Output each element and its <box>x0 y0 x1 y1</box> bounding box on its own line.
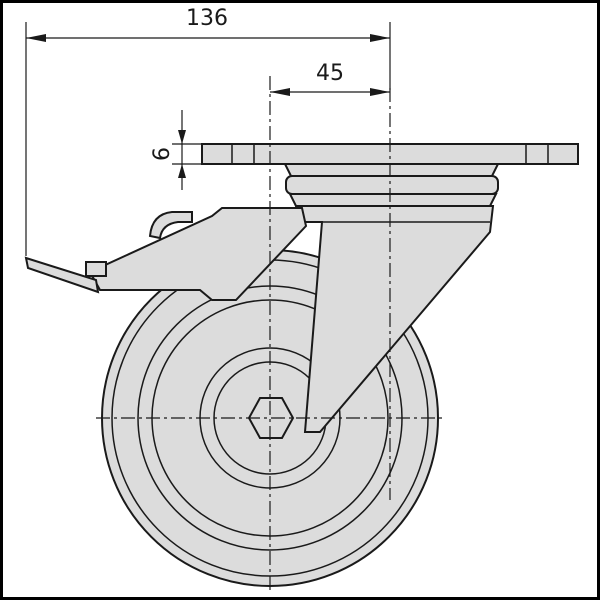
brake <box>24 207 308 301</box>
dimension-label-45: 45 <box>316 61 344 86</box>
arrowhead-right <box>370 88 390 96</box>
arrowhead-left <box>270 88 290 96</box>
arrowhead-left <box>26 34 46 42</box>
dimension-overall-width: 136 <box>25 6 391 256</box>
arrowhead-bottom <box>178 164 186 178</box>
arrowhead-top <box>178 130 186 144</box>
brake-lever <box>88 207 308 301</box>
dimension-plate-thickness: 6 <box>150 110 202 190</box>
swivel-head <box>283 163 500 207</box>
dimension-label-136: 136 <box>186 6 228 31</box>
swivel-bearing <box>285 175 499 195</box>
dimension-center-offset: 45 <box>270 61 390 96</box>
center-lines <box>96 76 446 594</box>
swivel-race-top <box>283 163 500 177</box>
swivel-race-bottom <box>288 193 498 207</box>
arrowhead-right <box>370 34 390 42</box>
dimension-label-6: 6 <box>150 147 175 161</box>
brake-pivot <box>85 261 107 277</box>
brake-spring-clip <box>148 211 193 240</box>
brake-pedal <box>24 256 100 294</box>
